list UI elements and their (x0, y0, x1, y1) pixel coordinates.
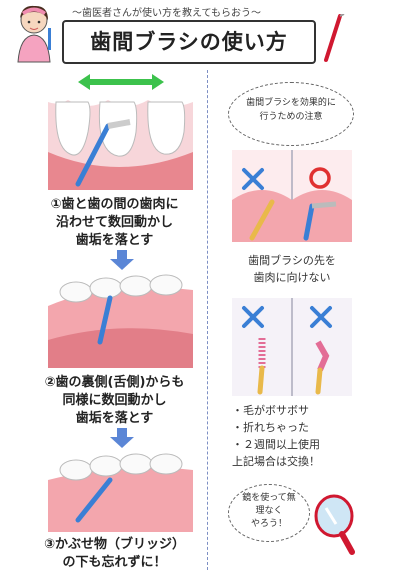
mirror-bubble (228, 484, 310, 542)
hand-mirror-icon (314, 494, 355, 555)
step2-illustration (48, 270, 193, 368)
step3-line2: の下も忘れずに！ (62, 555, 167, 570)
step2-line1: ②歯の裏側(舌側)からも (44, 375, 185, 390)
dentist-character (17, 5, 51, 63)
step1-illustration (48, 72, 193, 190)
replace-footer: 上記場合は交換！ (232, 455, 320, 468)
step1-line2: 沿わせて数回動かし (55, 215, 173, 230)
interdental-brush-icon (324, 14, 345, 62)
caution-line2: 行うための注意 (259, 112, 323, 122)
caution-bubble-text: 歯間ブラシを効果的に 行うための注意 (236, 96, 346, 124)
step1-line3: 歯垢を落とす (75, 233, 154, 248)
arrow-down-icon (110, 428, 134, 448)
caution-bubble (228, 82, 354, 146)
mirror-bubble-text: 鏡を使って無 理なく やろう！ (232, 492, 306, 531)
replace-list: ・毛がボサボサ ・折れちゃった ・２週間以上使用 上記場合は交換！ (232, 402, 362, 470)
brush-condition-illustration (232, 298, 352, 396)
center-divider (207, 70, 208, 570)
step2-text: ②歯の裏側(舌側)からも 同様に数回動かし 歯垢を落とす (22, 374, 207, 428)
replace-item-1: ・毛がボサボサ (232, 404, 309, 417)
gum-note-line2: 歯肉に向けない (253, 271, 331, 284)
replace-item-2: ・折れちゃった (232, 421, 309, 434)
step3-text: ③かぶせ物（ブリッジ） の下も忘れずに！ (22, 536, 207, 572)
replace-item-3: ・２週間以上使用 (232, 438, 320, 451)
gum-note-line1: 歯間ブラシの先を (248, 254, 336, 267)
mirror-line3: やろう！ (250, 519, 287, 529)
step2-line3: 歯垢を落とす (75, 411, 154, 426)
step2-line2: 同様に数回動かし (62, 393, 167, 408)
step1-text: ①歯と歯の間の歯肉に 沿わせて数回動かし 歯垢を落とす (22, 196, 207, 250)
gum-note: 歯間ブラシの先を 歯肉に向けない (228, 252, 356, 286)
caution-line1: 歯間ブラシを効果的に (246, 98, 336, 108)
page-title: 歯間ブラシの使い方 (90, 30, 288, 54)
gum-direction-illustration (232, 150, 352, 242)
tagline: 〜歯医者さんが使い方を教えてもらおう〜 (72, 8, 261, 19)
step3-illustration (48, 450, 193, 532)
step3-line1: ③かぶせ物（ブリッジ） (43, 537, 185, 552)
step1-line1: ①歯と歯の間の歯肉に (50, 197, 179, 212)
mirror-line1: 鏡を使って無 (242, 493, 296, 503)
arrow-down-icon (110, 250, 134, 270)
mirror-line2: 理なく (255, 506, 283, 516)
title-box (62, 20, 316, 64)
